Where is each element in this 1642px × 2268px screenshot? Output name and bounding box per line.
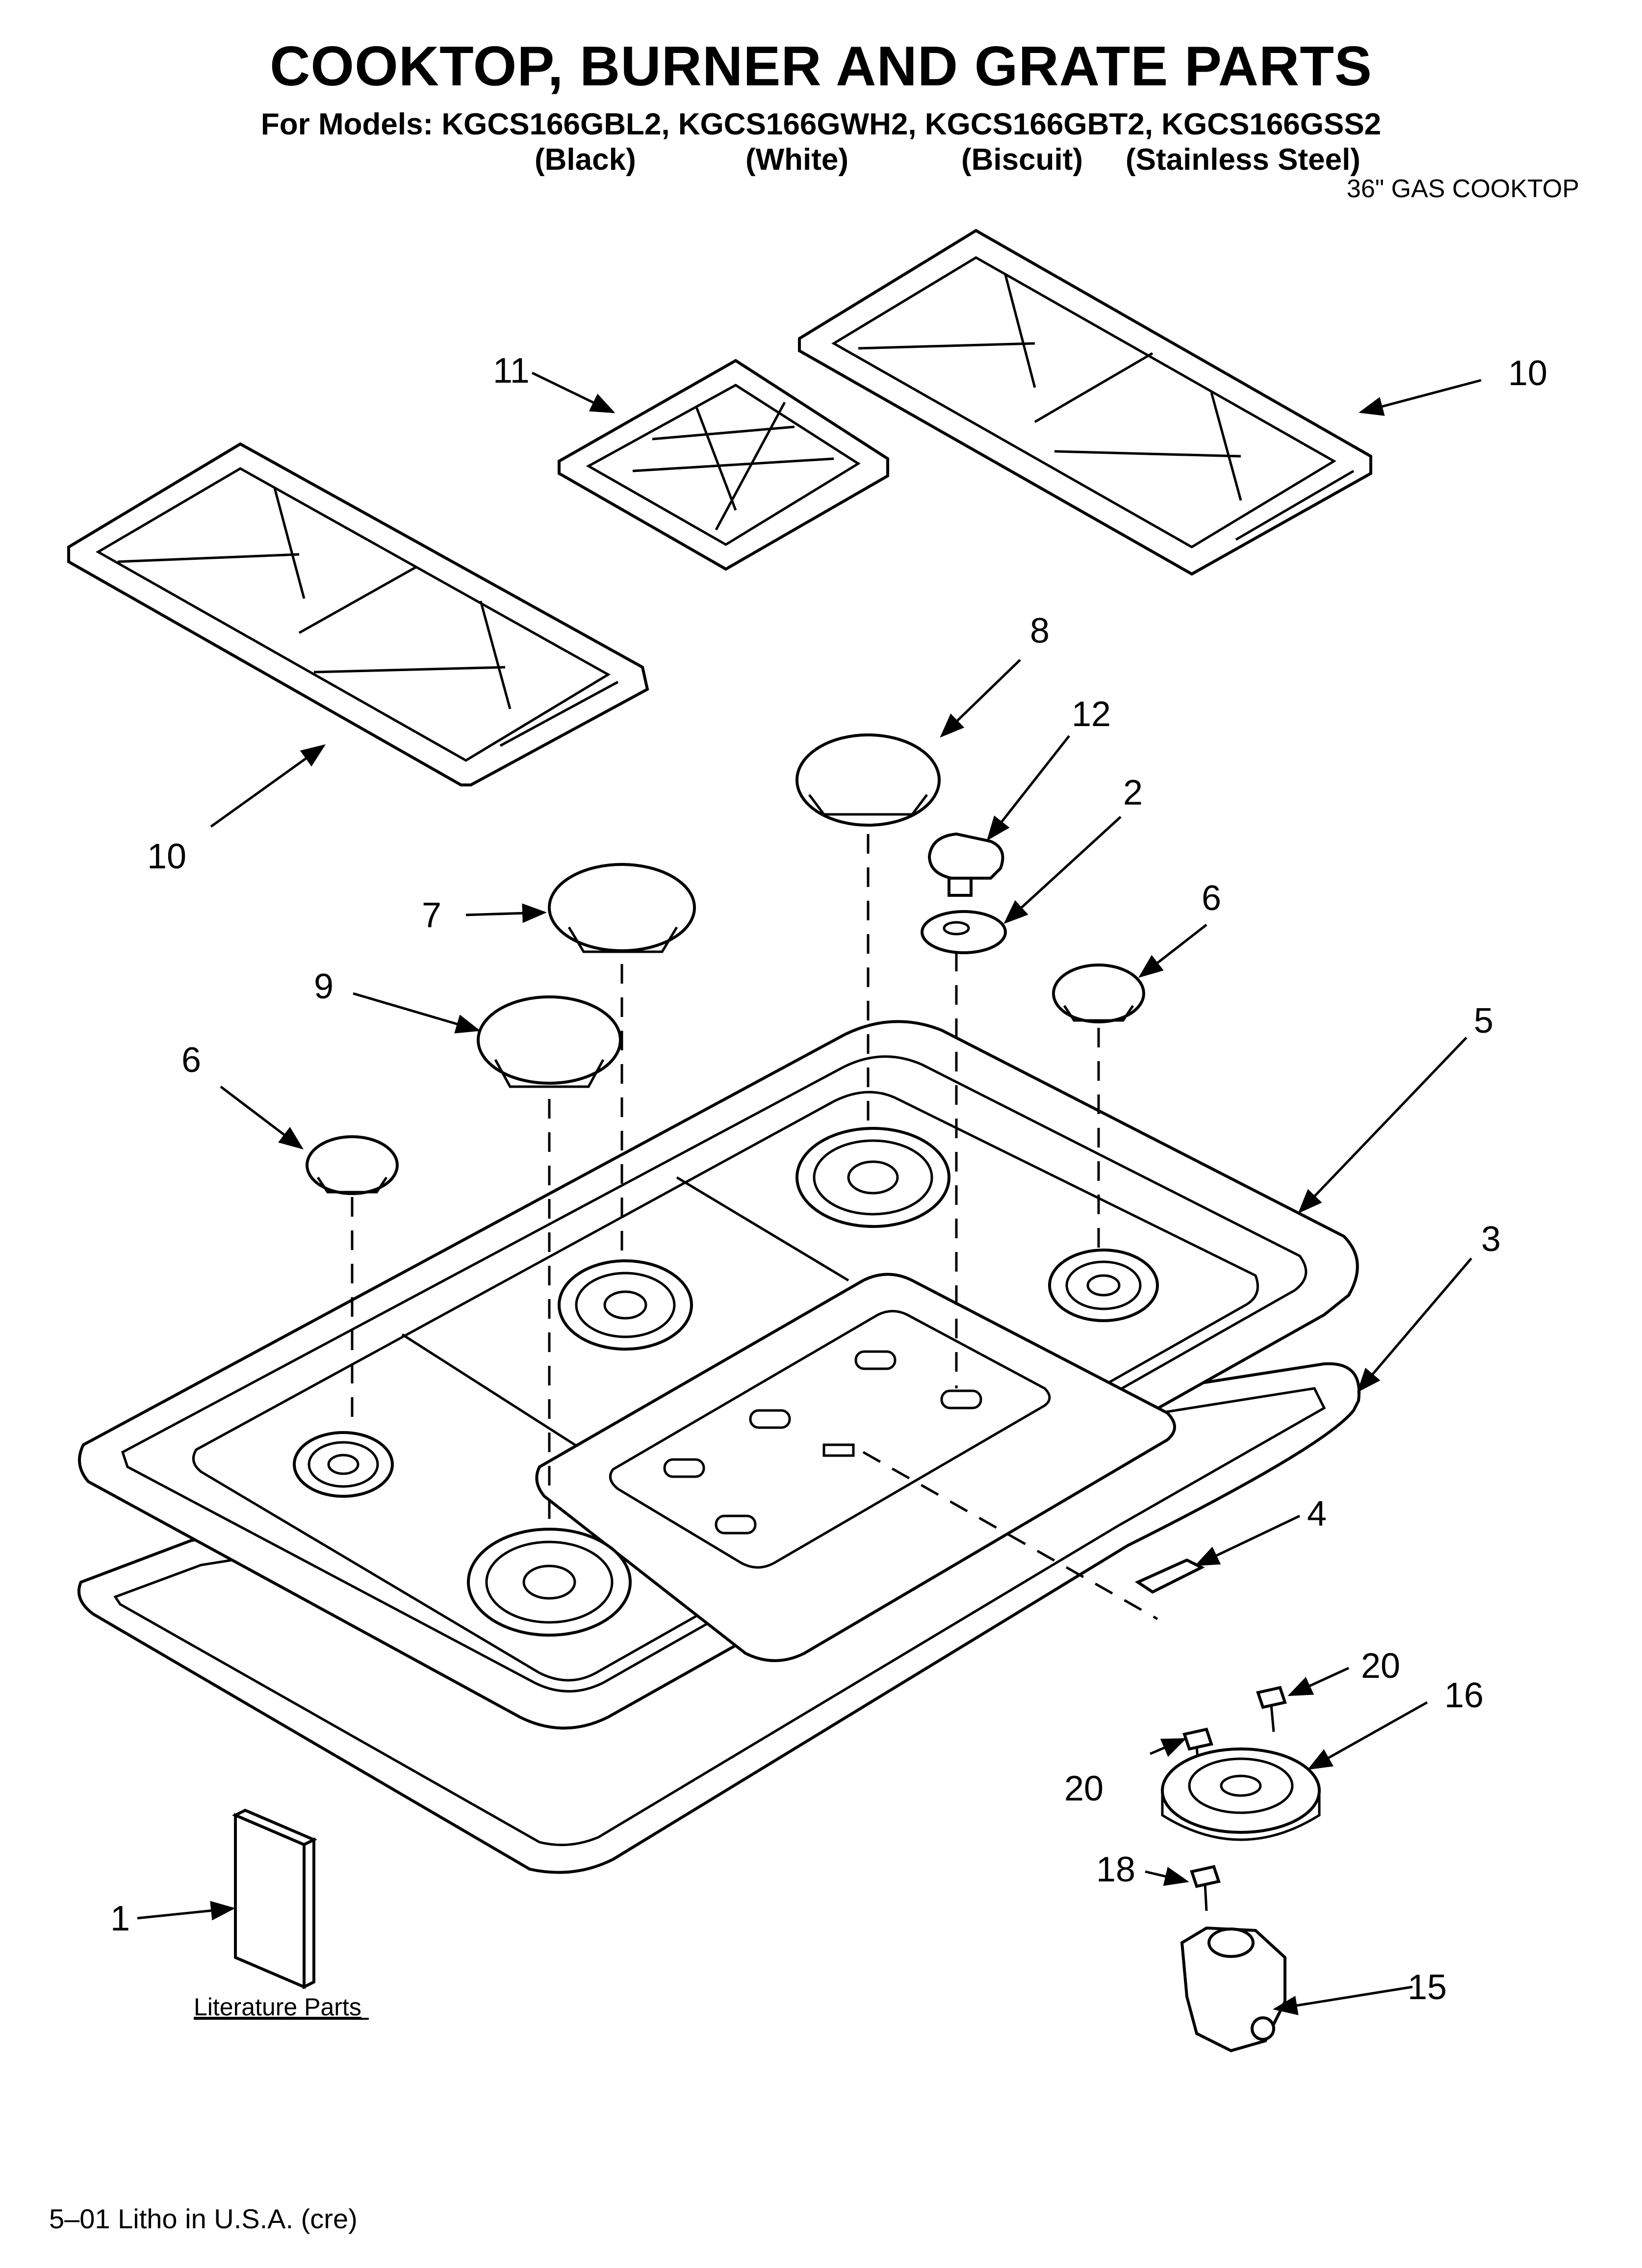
literature-parts-label: Literature Parts: [194, 1993, 361, 2021]
callout-8: 8: [1030, 611, 1050, 651]
literature-booklet: [231, 1808, 318, 1989]
model-list: For Models: KGCS166GBL2, KGCS166GWH2, KG…: [260, 107, 1382, 141]
callout-18: 18: [1096, 1850, 1135, 1889]
callout-20-right: 20: [1361, 1646, 1400, 1686]
callout-15: 15: [1408, 1968, 1447, 2007]
burner-base-16: [1161, 1747, 1321, 1841]
screw-18: [1190, 1865, 1221, 1911]
callout-10-left: 10: [147, 837, 186, 876]
callout-12: 12: [1072, 695, 1111, 734]
grate-middle: [558, 359, 889, 571]
callout-20-left: 20: [1064, 1769, 1103, 1808]
callout-10-right: 10: [1508, 354, 1547, 393]
callout-11: 11: [493, 351, 530, 391]
assembly-lines: [351, 834, 1158, 1620]
burner-cap-6-left: [306, 1135, 399, 1195]
burner-cap-6-right: [1052, 964, 1145, 1023]
callout-16: 16: [1444, 1676, 1484, 1715]
burner-cap-9: [477, 995, 622, 1088]
callout-7: 7: [422, 896, 441, 935]
label-plate: [1134, 1558, 1205, 1594]
burner-cap-8: [795, 733, 941, 827]
page-title: COOKTOP, BURNER AND GRATE PARTS: [270, 35, 1372, 98]
callout-6-left: 6: [181, 1041, 201, 1080]
burner-bases: [293, 1127, 1159, 1637]
burner-cap-7: [548, 863, 696, 953]
grate-left: [67, 442, 649, 786]
callout-9: 9: [314, 967, 334, 1006]
callout-3: 3: [1481, 1220, 1501, 1259]
callout-5: 5: [1474, 1001, 1493, 1041]
callout-labels: 11 10 10 8 12 2 6 7 9 6 5 3 4 20 20 16 1…: [110, 351, 1547, 2021]
callout-4: 4: [1307, 1494, 1327, 1534]
gas-valve-15: [1180, 1926, 1286, 2053]
grate-right: [798, 229, 1372, 576]
callout-1: 1: [110, 1899, 130, 1938]
footer-print-info: 5–01 Litho in U.S.A. (cre): [49, 2203, 358, 2234]
knob-bezel: [921, 910, 1007, 954]
leader-lines: [137, 371, 1482, 2015]
cooktop-top: [78, 1020, 1359, 1730]
callout-6-right: 6: [1202, 879, 1221, 918]
color-stainless: (Stainless Steel): [1126, 143, 1360, 177]
color-biscuit: (Biscuit): [961, 143, 1083, 177]
color-black: (Black): [535, 143, 636, 177]
control-knob: [927, 832, 1004, 897]
screw-20-b: [1256, 1686, 1287, 1732]
color-white: (White): [745, 143, 849, 177]
control-marks: [663, 1350, 982, 1535]
callout-2: 2: [1123, 773, 1143, 812]
cooktop-type: 36" GAS COOKTOP: [1346, 175, 1579, 203]
